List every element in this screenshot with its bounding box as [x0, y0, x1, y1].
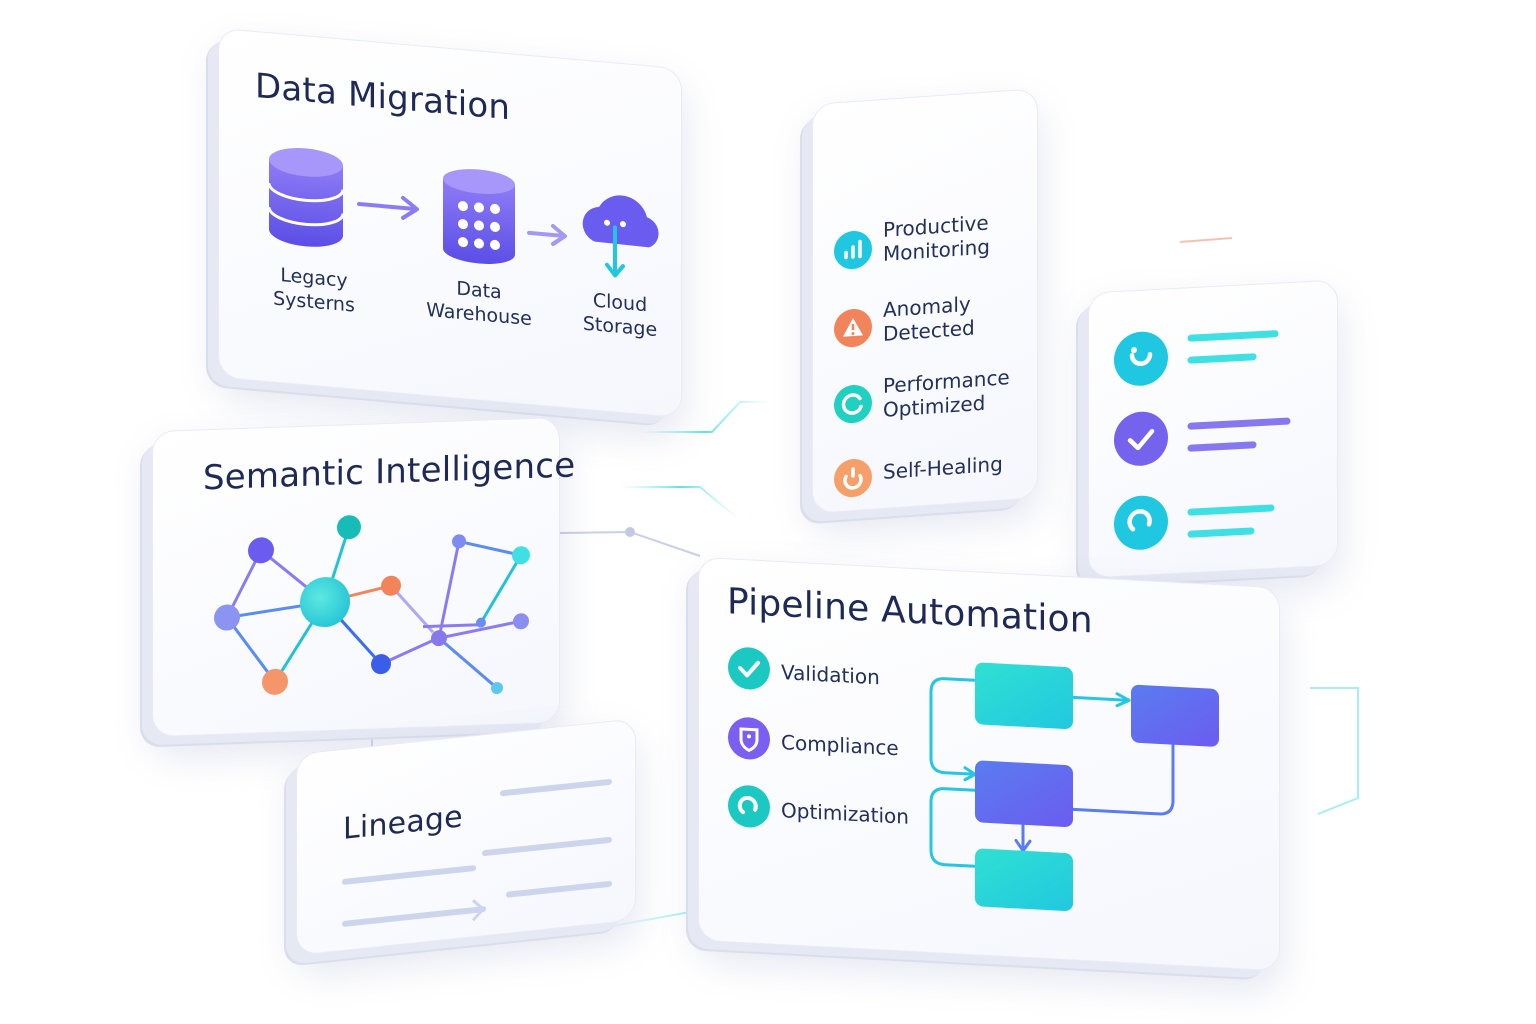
heal-icon	[833, 457, 873, 504]
bar-chart-icon	[833, 229, 873, 276]
self-healing-label: Self-Healing	[883, 451, 1003, 484]
refresh-icon	[833, 383, 873, 430]
pipeline-automation-card: Pipeline Automation Validation Complianc…	[698, 556, 1280, 972]
status-text-lines	[1187, 330, 1279, 364]
graph-node	[431, 630, 447, 647]
cycle-icon	[727, 783, 771, 833]
connector-line	[1179, 237, 1233, 243]
shield-icon	[727, 715, 771, 765]
data-migration-card: Data Migration Legacy Syst	[218, 27, 682, 419]
connector-line	[640, 401, 770, 433]
graph-node	[476, 617, 486, 628]
step-label-legacy: Legacy Systerns	[273, 264, 355, 317]
check-icon	[727, 645, 771, 695]
optimization-label: Optimization	[781, 798, 909, 829]
graph-node	[381, 575, 401, 596]
cloud-icon	[582, 195, 659, 278]
step-label-cloud: Cloud Storage	[582, 289, 658, 341]
sync-icon	[1113, 493, 1169, 556]
connector-line	[1310, 687, 1359, 815]
data-migration-title: Data Migration	[255, 65, 511, 129]
knowledge-graph	[214, 515, 530, 695]
status-text-lines	[1187, 504, 1275, 538]
graph-node	[452, 534, 466, 549]
anomaly-label: Anomaly Detected	[883, 291, 975, 346]
performance-label: Performance Optimized	[883, 365, 1010, 422]
graph-node	[491, 682, 503, 695]
semantic-intelligence-title: Semantic Intelligence	[203, 445, 576, 499]
connector-dot	[625, 527, 635, 537]
graph-node	[214, 604, 240, 631]
validation-label: Validation	[781, 660, 880, 690]
step-label-warehouse: Data Warehouse	[426, 277, 532, 330]
warehouse-icon	[443, 169, 515, 264]
arrow-right-icon	[527, 224, 567, 247]
workflow-diagram	[929, 662, 1219, 911]
monitoring-card: Productive Monitoring Anomaly Detected P…	[812, 88, 1038, 514]
connector-line	[620, 486, 743, 523]
check-circle-icon	[1113, 409, 1169, 472]
warning-icon	[833, 307, 873, 354]
status-text-lines	[1187, 417, 1291, 452]
database-icon	[267, 148, 345, 247]
graph-node	[371, 654, 391, 675]
graph-node	[513, 613, 529, 630]
status-icon	[1113, 329, 1169, 392]
workflow-node	[975, 848, 1073, 911]
graph-node	[300, 577, 350, 628]
monitoring-label: Productive Monitoring	[883, 210, 990, 266]
arrow-right-icon	[357, 195, 419, 220]
workflow-node	[975, 760, 1073, 827]
lineage-card: Lineage	[296, 718, 636, 956]
graph-node	[262, 668, 288, 695]
lineage-flow-lines	[342, 778, 612, 927]
graph-node	[337, 515, 361, 540]
pipeline-automation-title: Pipeline Automation	[727, 581, 1093, 642]
workflow-node	[1131, 684, 1219, 747]
graph-node	[248, 537, 274, 564]
compliance-label: Compliance	[781, 730, 899, 761]
graph-node	[512, 546, 530, 565]
semantic-intelligence-card: Semantic Intelligence	[152, 416, 575, 738]
workflow-node	[975, 662, 1073, 729]
status-card	[1088, 279, 1338, 579]
